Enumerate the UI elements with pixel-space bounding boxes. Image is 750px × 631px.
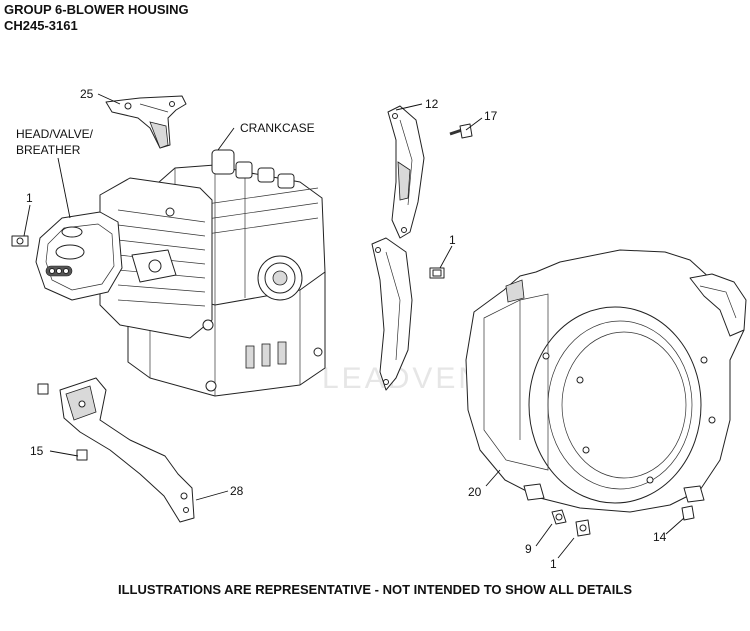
part-17-screw xyxy=(449,123,473,139)
callout-28: 28 xyxy=(230,484,244,498)
disclaimer-footer: ILLUSTRATIONS ARE REPRESENTATIVE - NOT I… xyxy=(118,582,632,597)
callout-14: 14 xyxy=(653,530,667,544)
part-1-screw-center xyxy=(429,267,445,279)
diagram-title: GROUP 6-BLOWER HOUSING CH245-3161 xyxy=(4,2,189,34)
group-title: GROUP 6-BLOWER HOUSING xyxy=(4,2,189,17)
parts-9-1-screws xyxy=(551,505,695,537)
callout-crankcase: CRANKCASE xyxy=(240,121,315,135)
callout-25: 25 xyxy=(80,87,94,101)
callout-breather: BREATHER xyxy=(16,143,81,157)
model-number: CH245-3161 xyxy=(4,18,78,33)
callout-1-bottom: 1 xyxy=(550,557,557,571)
callout-1-center: 1 xyxy=(449,233,456,247)
callout-1-left: 1 xyxy=(26,191,33,205)
part-20-blower-housing xyxy=(465,249,747,513)
part-1-screw-left xyxy=(11,235,29,247)
callout-9: 9 xyxy=(525,542,532,556)
part-28-shroud xyxy=(59,377,195,523)
part-25-bracket xyxy=(105,95,187,149)
callout-12: 12 xyxy=(425,97,439,111)
part-15-screw xyxy=(37,383,88,461)
engine-assembly xyxy=(35,149,326,397)
callout-17: 17 xyxy=(484,109,498,123)
lower-air-guide xyxy=(371,237,413,391)
callout-20: 20 xyxy=(468,485,482,499)
leader-lines xyxy=(23,93,685,559)
part-12-air-guide xyxy=(387,105,425,239)
callout-15: 15 xyxy=(30,444,44,458)
callout-head-valve: HEAD/VALVE/ xyxy=(16,127,94,141)
